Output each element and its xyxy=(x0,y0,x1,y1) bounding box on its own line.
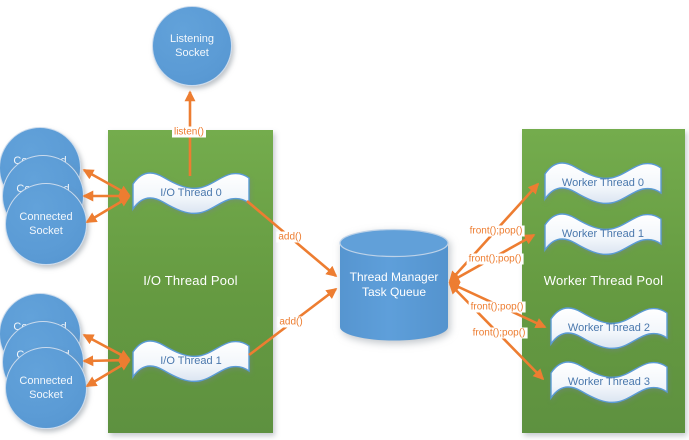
thread-label: Worker Thread 2 xyxy=(567,322,651,334)
worker-thread-2-node: Worker Thread 2 xyxy=(549,305,669,351)
frontpop-label-w2: front();pop() xyxy=(468,301,526,313)
add-label-io0: add() xyxy=(276,231,304,243)
thread-label: I/O Thread 1 xyxy=(160,355,222,367)
thread-label: Worker Thread 3 xyxy=(567,376,651,388)
connected-socket-circle: Connected Socket xyxy=(5,347,87,429)
thread-label: I/O Thread 0 xyxy=(160,187,222,199)
task-queue-node: Thread Manager Task Queue xyxy=(338,226,450,344)
frontpop-label-w3: front();pop() xyxy=(470,327,528,339)
io-thread-1-node: I/O Thread 1 xyxy=(131,338,251,384)
cylinder-shape xyxy=(339,228,449,341)
thread-label: Worker Thread 1 xyxy=(561,228,645,240)
worker-thread-1-node: Worker Thread 1 xyxy=(543,211,663,257)
listen-label: listen() xyxy=(171,126,207,138)
thread-label: Worker Thread 0 xyxy=(561,177,645,189)
worker-thread-0-node: Worker Thread 0 xyxy=(543,160,663,206)
wave-shape xyxy=(550,361,668,404)
frontpop-label-w1: front();pop() xyxy=(466,253,524,265)
worker-thread-3-node: Worker Thread 3 xyxy=(549,359,669,405)
worker-thread-pool-label: Worker Thread Pool xyxy=(543,273,664,288)
wave-shape xyxy=(544,162,662,205)
wave-shape xyxy=(544,213,662,256)
task-queue-label: Thread Manager Task Queue xyxy=(349,270,439,299)
listening-socket-node: Listening Socket xyxy=(152,6,232,86)
wave-shape xyxy=(550,307,668,350)
connected-socket-circle: Connected Socket xyxy=(5,183,87,265)
io-thread-0-node: I/O Thread 0 xyxy=(131,170,251,216)
wave-shape xyxy=(132,340,250,383)
io-thread-pool-label: I/O Thread Pool xyxy=(143,273,238,288)
add-label-io1: add() xyxy=(277,316,305,328)
frontpop-label-w0: front();pop() xyxy=(467,225,525,237)
